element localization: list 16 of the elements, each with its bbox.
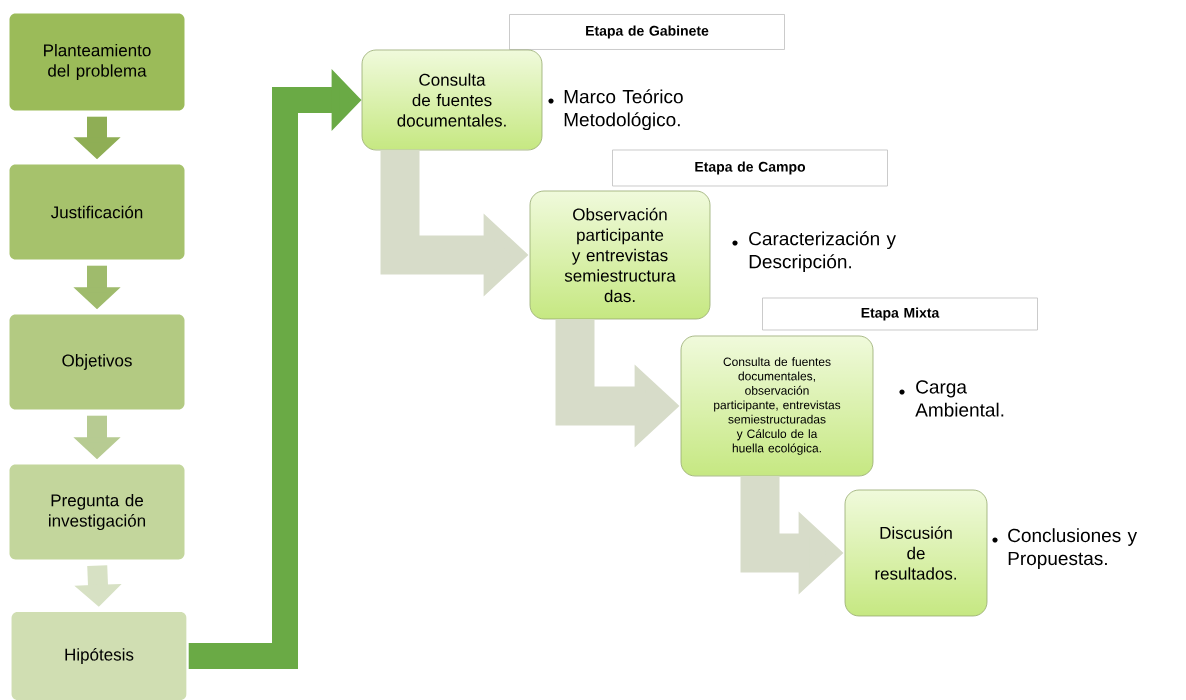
stage-title-box: Etapa Mixta (762, 297, 1038, 331)
step-box: Hipótesis (11, 612, 187, 700)
stage-box: Consulta de fuentes documentales. (361, 49, 543, 151)
note-text: Carga Ambiental. (915, 380, 1004, 417)
step-box: Pregunta de investigación (9, 464, 185, 560)
step-box: Planteamiento del problema (9, 13, 185, 111)
stage-box: Consulta de fuentes documentales, observación participante, entrevistas semiestructuradas y Cálculo de la huella ecológica. (680, 335, 874, 477)
stage-box: Discusión de resultados. (844, 489, 988, 617)
note-text: Caracterización y Descripción. (749, 231, 896, 273)
stage-title-box: Etapa de Campo (612, 149, 888, 187)
note-text: Conclusiones y Propuestas. (1008, 528, 1138, 569)
stage-title-box: Etapa de Gabinete (509, 14, 785, 50)
note-text: Marco Teórico Metodológico. (564, 89, 683, 131)
stage-box: Observación participante y entrevistas semiestructura das. (529, 190, 711, 320)
step-box: Justificación (9, 164, 185, 260)
step-box: Objetivos (9, 314, 185, 410)
